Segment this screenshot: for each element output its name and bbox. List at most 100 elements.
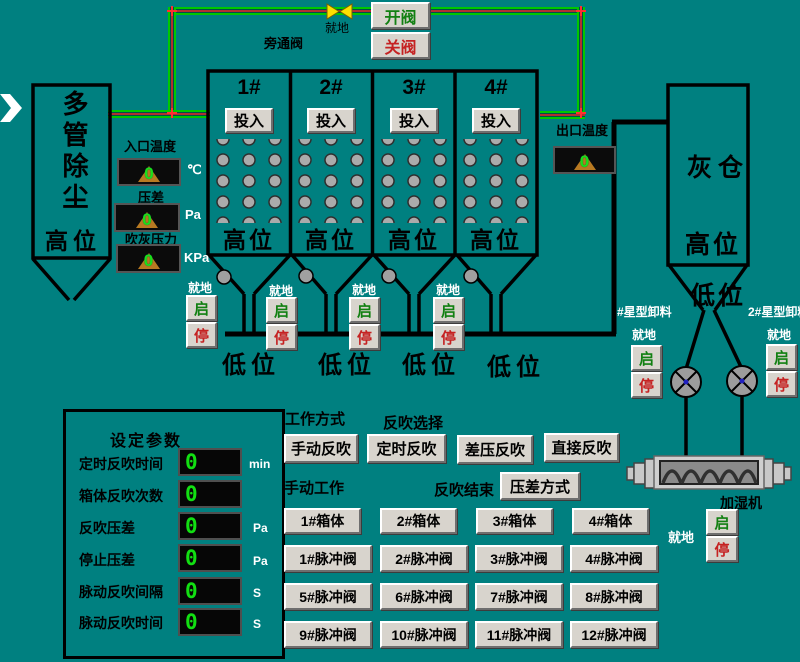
unloader-1-stop-button[interactable]: 停 — [631, 372, 662, 398]
pulse-valve-6-button[interactable]: 6#脉冲阀 — [380, 583, 468, 610]
box-4-button[interactable]: 4#箱体 — [572, 508, 649, 534]
inlet-temp-label: 入口温度 — [124, 139, 177, 154]
settings-row-1-unit: min — [249, 457, 271, 471]
pressure-mode-button[interactable]: 压差方式 — [500, 472, 580, 500]
settings-row-5-unit: S — [253, 586, 262, 600]
settings-row-4-unit: Pa — [253, 554, 268, 568]
unloader-2-start-button[interactable]: 启 — [766, 344, 797, 370]
hopper-3-stop-button[interactable]: 停 — [349, 324, 380, 350]
inlet-temp-display: 0 — [117, 158, 181, 186]
pulse-valve-8-button[interactable]: 8#脉冲阀 — [570, 583, 658, 610]
pulse-valve-11-button[interactable]: 11#脉冲阀 — [475, 621, 563, 648]
unloader-1-local-label: 就地 — [632, 328, 657, 342]
hopper-level-sensor-icons — [216, 268, 479, 285]
hopper-2-stop-button[interactable]: 停 — [266, 324, 297, 350]
unloader-1-label: #星型卸料 — [617, 305, 672, 319]
mode-diff-pressure-backflush-button[interactable]: 差压反吹 — [457, 435, 533, 464]
pressure-diff-unit: Pa — [185, 207, 201, 222]
unloader-1-start-button[interactable]: 启 — [631, 345, 662, 371]
humidifier-start-button[interactable]: 启 — [706, 509, 738, 535]
star-unloader-2-icon — [726, 365, 758, 397]
hopper-4-stop-button[interactable]: 停 — [433, 324, 464, 350]
settings-row-4-label: 停止压差 — [79, 552, 135, 568]
pulse-valve-9-button[interactable]: 9#脉冲阀 — [284, 621, 372, 648]
pulse-valve-10-button[interactable]: 10#脉冲阀 — [380, 621, 468, 648]
humidifier-local-label: 就地 — [668, 530, 695, 545]
silo-name: 灰仓 — [687, 154, 750, 182]
chamber-2-bag-dots — [292, 139, 370, 223]
settings-row-3-unit: Pa — [253, 521, 268, 535]
pulse-valve-12-button[interactable]: 12#脉冲阀 — [570, 621, 658, 648]
hopper-4-low-level: 低位 — [487, 354, 545, 381]
box-1-button[interactable]: 1#箱体 — [284, 508, 361, 534]
bypass-open-button[interactable]: 开阀 — [371, 2, 430, 29]
silo-low-level: 低位 — [690, 282, 747, 310]
pipe-junction-markers — [167, 6, 586, 118]
pulse-valve-2-button[interactable]: 2#脉冲阀 — [380, 545, 468, 572]
outlet-temp-display: 0 — [553, 146, 616, 174]
bypass-close-button[interactable]: 关阀 — [371, 32, 430, 59]
alarm-triangle-icon — [138, 166, 160, 182]
hopper-4-start-button[interactable]: 启 — [433, 297, 464, 323]
screw-conveyor — [626, 455, 792, 490]
bypass-valve-label: 旁通阀 — [264, 36, 304, 51]
chamber-1-bag-dots — [210, 139, 288, 223]
humidifier-stop-button[interactable]: 停 — [706, 536, 738, 562]
pulse-valve-7-button[interactable]: 7#脉冲阀 — [475, 583, 563, 610]
box-3-button[interactable]: 3#箱体 — [476, 508, 553, 534]
chamber-4-title: 4# — [484, 76, 508, 99]
hopper-2-low-level: 低位 — [318, 352, 376, 379]
settings-row-4-input[interactable]: 0 — [178, 544, 242, 572]
humidifier-label: 加湿机 — [720, 495, 762, 511]
settings-row-1-label: 定时反吹时间 — [79, 456, 163, 472]
chamber-2-title: 2# — [319, 76, 343, 99]
inlet-pipe — [108, 110, 210, 118]
backflush-select-label: 反吹选择 — [383, 415, 444, 432]
alarm-triangle-icon — [136, 212, 158, 228]
mode-timed-backflush-button[interactable]: 定时反吹 — [367, 434, 446, 463]
ash-silo-outline — [666, 83, 750, 456]
chamber-3-title: 3# — [402, 76, 426, 99]
chamber-3-engage-button[interactable]: 投入 — [390, 108, 438, 133]
pulse-valve-5-button[interactable]: 5#脉冲阀 — [284, 583, 372, 610]
mode-direct-backflush-button[interactable]: 直接反吹 — [544, 433, 619, 462]
settings-row-3-label: 反吹压差 — [79, 520, 135, 536]
bypass-local-label: 就地 — [325, 21, 350, 35]
mode-manual-backflush-button[interactable]: 手动反吹 — [284, 434, 358, 463]
settings-row-6-input[interactable]: 0 — [178, 608, 242, 636]
pulse-valve-4-button[interactable]: 4#脉冲阀 — [570, 545, 658, 572]
chamber-2-engage-button[interactable]: 投入 — [307, 108, 355, 133]
hopper-3-start-button[interactable]: 启 — [349, 297, 380, 323]
alarm-triangle-icon — [137, 253, 160, 269]
settings-panel — [63, 409, 285, 659]
pulse-valve-3-button[interactable]: 3#脉冲阀 — [475, 545, 563, 572]
chamber-4-engage-button[interactable]: 投入 — [472, 108, 520, 133]
hopper-2-start-button[interactable]: 启 — [266, 297, 297, 323]
pressure-diff-label: 压差 — [138, 190, 165, 205]
outlet-pipe — [540, 111, 585, 119]
box-2-button[interactable]: 2#箱体 — [380, 508, 457, 534]
settings-row-3-input[interactable]: 0 — [178, 512, 242, 540]
settings-row-5-input[interactable]: 0 — [178, 577, 242, 605]
blow-pressure-label: 吹灰压力 — [125, 232, 178, 247]
hopper-3-low-level: 低位 — [402, 352, 460, 379]
chamber-4-high-level: 高位 — [470, 227, 522, 253]
settings-row-2-label: 箱体反吹次数 — [79, 488, 163, 504]
settings-row-6-unit: S — [253, 617, 262, 631]
unloader-2-stop-button[interactable]: 停 — [766, 371, 797, 397]
pressure-diff-display: 0 — [114, 203, 180, 232]
inlet-vessel-high-level: 高位 — [45, 228, 101, 254]
hopper-1-stop-button[interactable]: 停 — [186, 322, 217, 348]
hopper-1-start-button[interactable]: 启 — [186, 295, 217, 321]
alarm-triangle-icon — [573, 154, 596, 170]
manual-work-label: 手动工作 — [284, 480, 345, 497]
bypass-valve-icon — [326, 3, 353, 20]
chamber-1-title: 1# — [237, 76, 261, 99]
pulse-valve-1-button[interactable]: 1#脉冲阀 — [284, 545, 372, 572]
settings-row-1-input[interactable]: 0 — [178, 448, 242, 476]
settings-row-5-label: 脉动反吹间隔 — [79, 584, 163, 600]
blow-pressure-display: 0 — [116, 244, 181, 273]
chamber-1-engage-button[interactable]: 投入 — [225, 108, 273, 133]
settings-row-2-input[interactable]: 0 — [178, 480, 242, 508]
